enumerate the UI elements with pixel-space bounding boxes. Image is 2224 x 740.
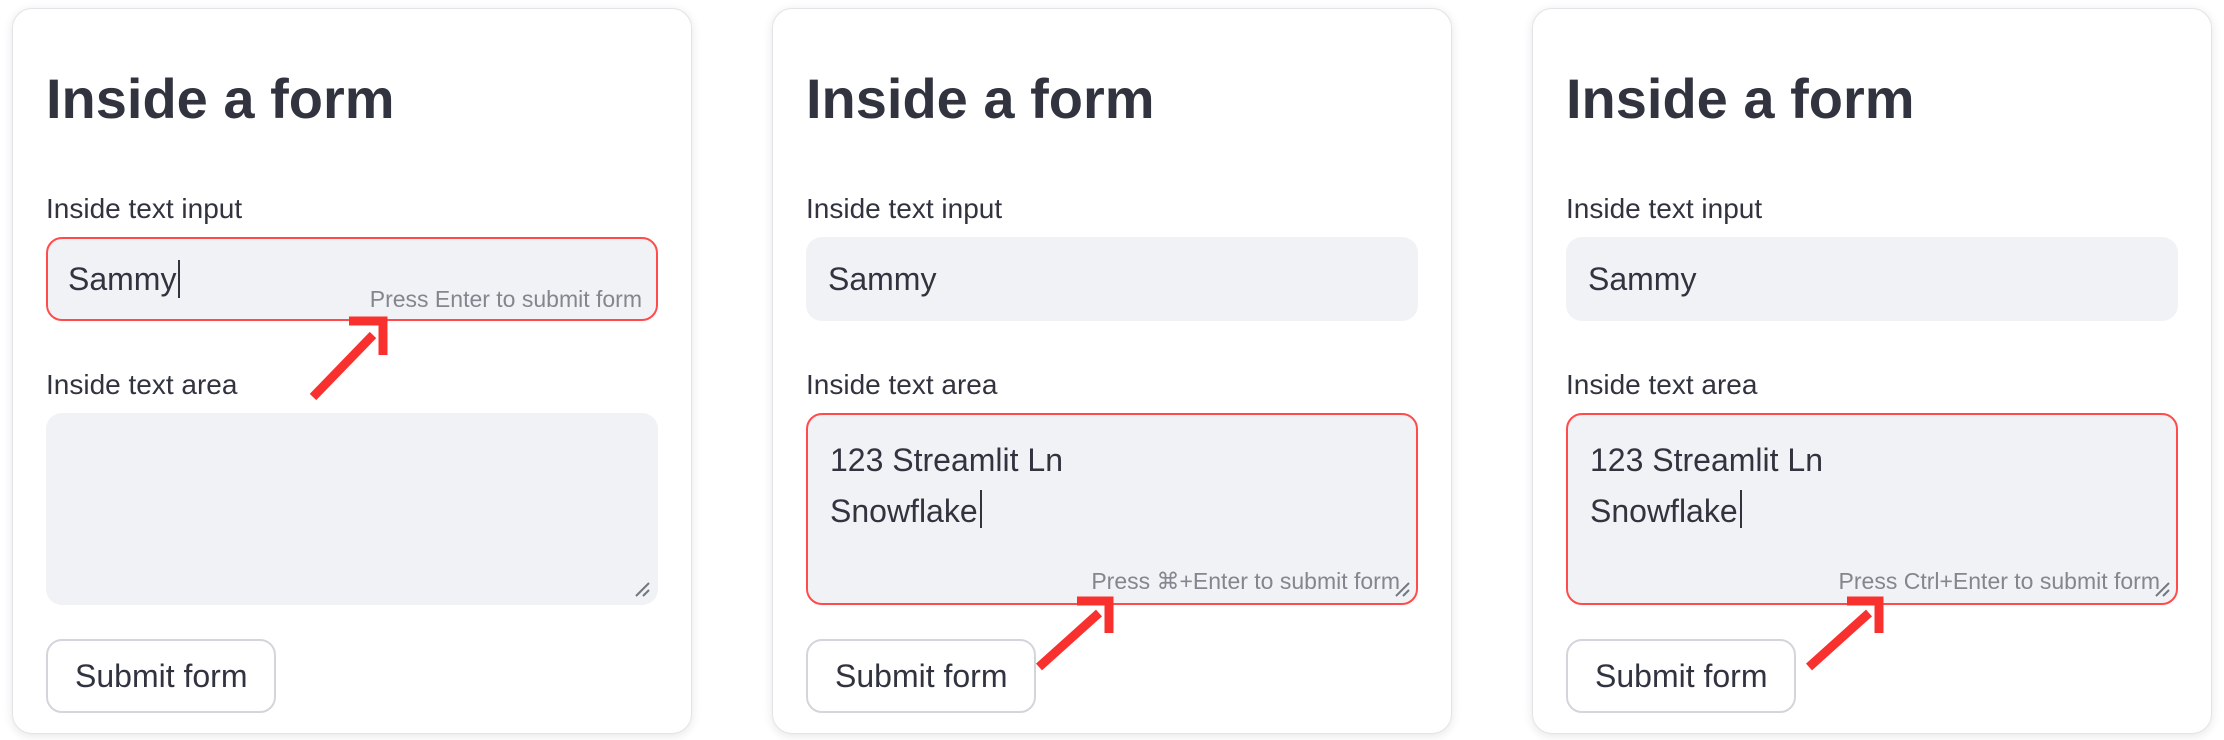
text-area-label: Inside text area <box>46 369 238 400</box>
submit-hint: Press Enter to submit form <box>369 286 642 312</box>
submit-hint: Press Ctrl+Enter to submit form <box>1838 568 2160 594</box>
annotation-arrow <box>1805 596 1884 671</box>
text-input[interactable]: Sammy <box>1566 237 2178 321</box>
text-cursor <box>178 260 181 298</box>
submit-form-button[interactable]: Submit form <box>46 639 277 713</box>
text-area[interactable] <box>46 413 658 605</box>
form-title: Inside a form <box>1566 67 1915 130</box>
text-input-value: Sammy <box>828 260 937 297</box>
text-input-label: Inside text input <box>806 193 1003 224</box>
annotation-arrow <box>1035 596 1114 671</box>
submit-hint: Press ⌘+Enter to submit form <box>1091 568 1400 594</box>
text-area-label: Inside text area <box>806 369 998 400</box>
text-input[interactable]: Sammy Press Enter to submit form <box>46 237 658 321</box>
text-area-line: 123 Streamlit Ln <box>830 442 1064 478</box>
text-area[interactable]: 123 Streamlit Ln Snowflake Press Ctrl+En… <box>1566 413 2178 605</box>
form-card-enter: Inside a form Inside text input Sammy Pr… <box>12 8 692 734</box>
text-cursor <box>1739 490 1742 528</box>
text-area-line: 123 Streamlit Ln <box>1590 442 1824 478</box>
text-area-line: Snowflake <box>1590 486 2154 537</box>
form-card-cmd-enter: Inside a form Inside text input Sammy In… <box>772 8 1452 734</box>
text-input-value: Sammy <box>68 260 177 297</box>
submit-form-button[interactable]: Submit form <box>806 639 1037 713</box>
text-area-line: Snowflake <box>830 486 1394 537</box>
text-input-value: Sammy <box>1588 260 1697 297</box>
form-title: Inside a form <box>806 67 1155 130</box>
text-cursor <box>979 490 982 528</box>
form-title: Inside a form <box>46 67 395 130</box>
textarea-resize-handle[interactable] <box>1393 580 1411 598</box>
text-area-label: Inside text area <box>1566 369 1758 400</box>
form-card-ctrl-enter: Inside a form Inside text input Sammy In… <box>1532 8 2212 734</box>
textarea-resize-handle[interactable] <box>2153 580 2171 598</box>
text-input[interactable]: Sammy <box>806 237 1418 321</box>
textarea-resize-handle[interactable] <box>633 580 651 598</box>
text-input-label: Inside text input <box>1566 193 1763 224</box>
text-input-label: Inside text input <box>46 193 243 224</box>
submit-form-button[interactable]: Submit form <box>1566 639 1797 713</box>
annotation-arrow <box>309 316 388 401</box>
text-area[interactable]: 123 Streamlit Ln Snowflake Press ⌘+Enter… <box>806 413 1418 605</box>
